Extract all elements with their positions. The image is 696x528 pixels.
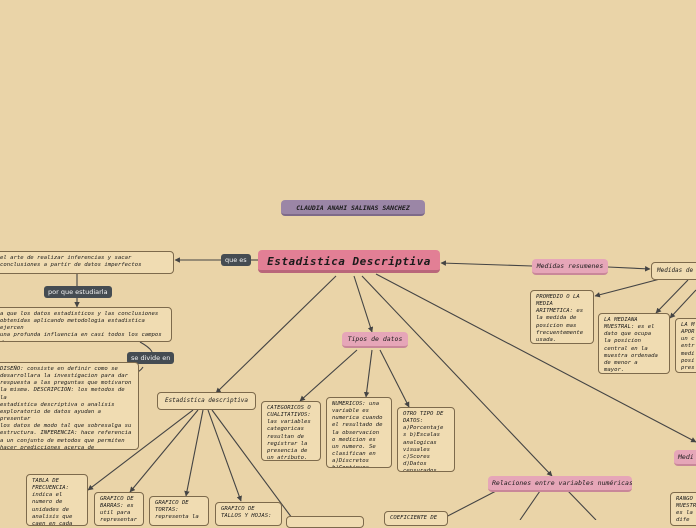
line-rel-to-coef <box>439 490 497 520</box>
tabla-frecuencia-node[interactable]: TABLA DE FRECUENCIA: indica el numero de… <box>26 474 88 526</box>
main-topic-node[interactable]: Estadistica Descriptiva <box>258 250 440 273</box>
grafico-barras-node[interactable]: GRAFICO DE BARRAS: es util para represen… <box>94 492 144 526</box>
promedio-node[interactable]: PROMEDIO O LA MEDIA ARITMETICA: es la me… <box>530 290 594 344</box>
numericos-node[interactable]: NUMERICOS: una variable es numerica cuan… <box>326 397 392 468</box>
line-main-to-relaciones <box>361 275 553 477</box>
relaciones-node[interactable]: Relaciones entre variables numéricas <box>488 476 632 492</box>
author-node[interactable]: CLAUDIA ANAHI SALINAS SANCHEZ <box>281 200 425 216</box>
grafico-tortas-node[interactable]: GRAFICO DE TORTAS: representa la <box>149 496 209 526</box>
reason-node[interactable]: a que los datos estadisticos y las concl… <box>0 307 172 342</box>
medidas-de-posicion-node[interactable]: Medidas de p <box>651 262 696 280</box>
que-es-tag[interactable]: que es <box>221 254 251 266</box>
line-medidas-to-de <box>607 266 651 272</box>
otro-tipo-node[interactable]: OTRO TIPO DE DATOS: a)Porcentaje s b)Esc… <box>397 407 455 472</box>
tipos-de-datos-node[interactable]: Tipos de datos <box>342 332 408 348</box>
line-main-to-estadistica <box>215 275 337 394</box>
line-rel-to-b <box>567 490 597 520</box>
por-que-estudiarla-tag[interactable]: por que estudiarla <box>44 286 112 298</box>
grafico-tallos-node[interactable]: GRAFICO DE TALLOS Y HOJAS: <box>215 502 282 526</box>
line-de-to-lam <box>669 289 696 319</box>
medi-node[interactable]: Medi <box>674 450 696 466</box>
estadistica-descriptiva-node[interactable]: Estadistica descriptiva <box>157 392 256 410</box>
line-de-to-mediana <box>655 279 689 314</box>
line-est-to-tallos <box>207 409 242 502</box>
division-node[interactable]: DISEÑO: consiste en definir como se desa… <box>0 362 139 450</box>
extra-node[interactable] <box>286 516 364 528</box>
line-est-to-barras <box>129 409 199 493</box>
line-est-to-tabla <box>87 409 194 491</box>
coeficiente-node[interactable]: COEFICIENTE DE <box>384 511 448 526</box>
se-divide-en-tag[interactable]: se divide en <box>127 352 175 364</box>
line-medidas-to-main <box>440 260 533 267</box>
line-rel-to-a <box>519 490 541 520</box>
line-tipos-to-categoricos <box>299 349 358 402</box>
line-tipos-to-otro <box>379 349 410 408</box>
mediana-node[interactable]: LA MEDIANA MUESTRAL: es el dato que ocup… <box>598 313 670 374</box>
line-main-to-tipos <box>353 275 374 333</box>
line-est-to-tortas <box>184 409 204 497</box>
line-de-to-promedio <box>594 278 661 298</box>
categoricos-node[interactable]: CATEGORICOS O CUALITATIVOS: las variable… <box>261 401 321 461</box>
medidas-resumenes-node[interactable]: Medidas resumenes <box>532 259 608 275</box>
line-main-to-medi <box>375 273 696 443</box>
line-est-to-extra <box>211 409 293 519</box>
la-m-node[interactable]: LA M APOR un c entr medi posi pres <box>675 318 696 373</box>
definition-node[interactable]: el arte de realizar inferencias y sacar … <box>0 251 174 274</box>
rango-node[interactable]: RANGO MUESTR es la dife <box>670 492 696 526</box>
line-tipos-to-numericos <box>363 349 373 398</box>
